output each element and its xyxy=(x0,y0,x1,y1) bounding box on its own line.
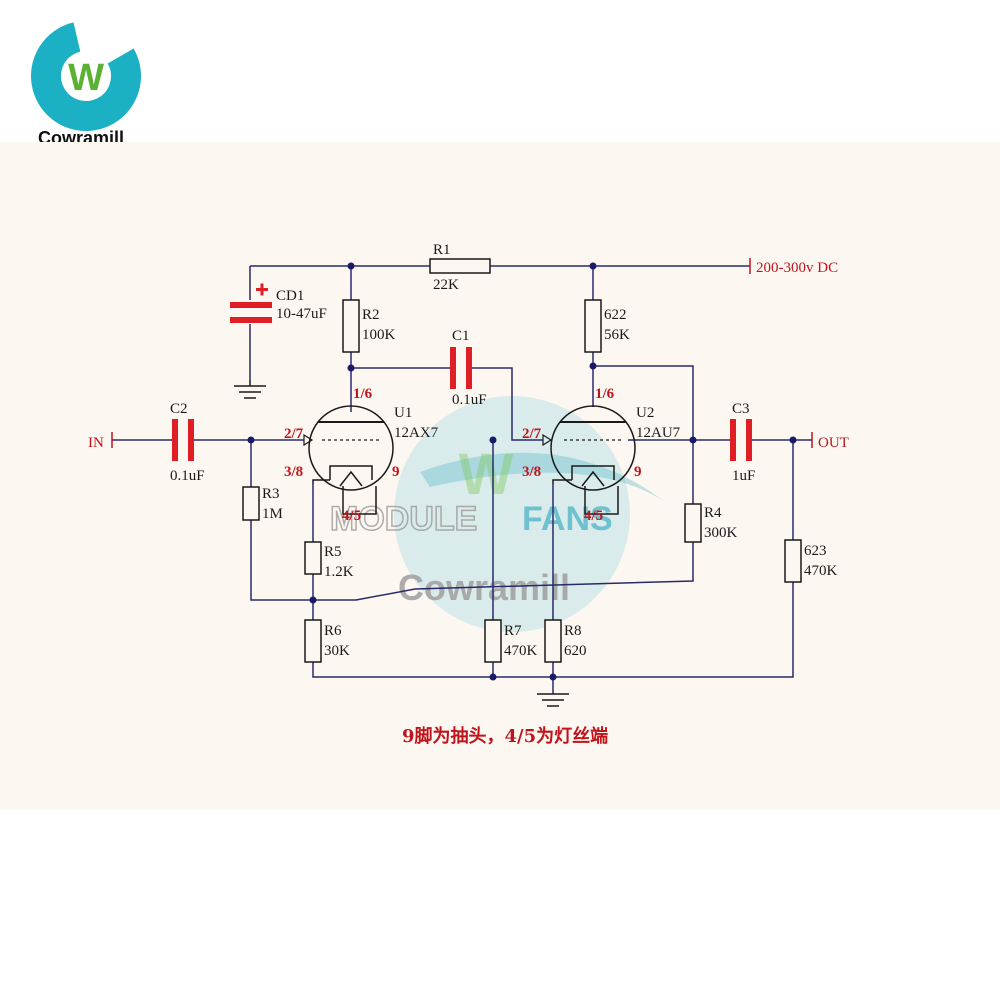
r7-value: 470K xyxy=(504,643,538,659)
r8-value: 620 xyxy=(564,643,587,659)
u1-value: 12AX7 xyxy=(394,425,439,441)
resistor-r1: R1 22K xyxy=(429,242,491,293)
resistor-r5: R5 1.2K xyxy=(304,541,354,580)
r3-ref: R3 xyxy=(262,486,280,502)
r1-value: 22K xyxy=(433,277,459,293)
capacitor-cd1: CD1 10-47uF xyxy=(230,283,327,323)
c1-ref: C1 xyxy=(452,328,470,344)
r2-ref: R2 xyxy=(362,307,380,323)
u2-value: 12AU7 xyxy=(636,425,681,441)
u2-pin-tap: 9 xyxy=(634,464,642,480)
cd1-ref: CD1 xyxy=(276,288,304,304)
resistor-r6: R6 30K xyxy=(304,619,350,663)
r623-ref: 623 xyxy=(804,543,827,559)
junctions xyxy=(247,262,797,681)
vacuum-tube-u2: U2 12AU7 1/6 2/7 3/8 9 4/5 xyxy=(522,386,681,524)
ground-symbol xyxy=(234,380,266,399)
input-label: IN xyxy=(88,435,104,451)
r6-ref: R6 xyxy=(324,623,342,639)
watermark-text-module: MODULE xyxy=(330,500,477,538)
c3-ref: C3 xyxy=(732,401,750,417)
supply-label: 200-300v DC xyxy=(756,260,838,276)
u1-pin-heater: 4/5 xyxy=(342,508,361,524)
output-label: OUT xyxy=(818,435,849,451)
watermark: W MODULE FANS Cowramill xyxy=(329,396,665,632)
u1-ref: U1 xyxy=(394,405,412,421)
resistor-r7: R7 470K xyxy=(484,619,538,663)
u2-pin-plate: 1/6 xyxy=(595,386,615,402)
u2-pin-heater: 4/5 xyxy=(584,508,603,524)
u1-pin-cathode: 3/8 xyxy=(284,464,303,480)
r1-ref: R1 xyxy=(433,242,451,258)
grid-arrow-icon xyxy=(303,433,314,447)
u2-pin-grid: 2/7 xyxy=(522,426,542,442)
capacitor-c2: C2 0.1uF xyxy=(170,401,205,484)
circuit-schematic: W MODULE FANS Cowramill xyxy=(88,242,849,747)
brand-logo: W xyxy=(31,21,141,131)
r4-value: 300K xyxy=(704,525,738,541)
c1-value: 0.1uF xyxy=(452,392,487,408)
r8-ref: R8 xyxy=(564,623,582,639)
u1-pin-plate: 1/6 xyxy=(353,386,373,402)
watermark-circle xyxy=(394,396,630,632)
schematic-sheet: W MODULE FANS Cowramill xyxy=(0,142,1000,810)
c3-value: 1uF xyxy=(732,468,755,484)
r7-ref: R7 xyxy=(504,623,522,639)
resistor-622: 622 56K xyxy=(584,299,630,353)
r6-value: 30K xyxy=(324,643,350,659)
cd1-value: 10-47uF xyxy=(276,306,327,322)
logo-letter: W xyxy=(68,57,104,99)
vacuum-tube-u1: U1 12AX7 1/6 2/7 3/8 9 4/5 xyxy=(284,386,439,524)
r3-value: 1M xyxy=(262,506,283,522)
input-terminal: IN xyxy=(88,432,113,451)
r622-ref: 622 xyxy=(604,307,627,323)
capacitor-c1: C1 0.1uF xyxy=(450,328,487,408)
ground-symbol xyxy=(537,693,569,707)
output-terminal: OUT xyxy=(811,432,849,451)
r622-value: 56K xyxy=(604,327,630,343)
supply-terminal: 200-300v DC xyxy=(749,258,838,276)
c2-ref: C2 xyxy=(170,401,188,417)
u1-pin-tap: 9 xyxy=(392,464,400,480)
r4-ref: R4 xyxy=(704,505,722,521)
u1-pin-grid: 2/7 xyxy=(284,426,304,442)
watermark-letter: W xyxy=(459,442,514,507)
watermark-swoosh xyxy=(420,452,665,502)
u2-pin-cathode: 3/8 xyxy=(522,464,541,480)
c2-value: 0.1uF xyxy=(170,468,205,484)
capacitor-c3: C3 1uF xyxy=(730,401,755,484)
r5-value: 1.2K xyxy=(324,564,354,580)
pin-note: 9脚为抽头，4/5为灯丝端 xyxy=(402,725,608,747)
grid-arrow-icon xyxy=(542,433,553,447)
r623-value: 470K xyxy=(804,563,838,579)
resistor-r4: R4 300K xyxy=(684,503,738,543)
resistor-r2: R2 100K xyxy=(342,299,396,353)
watermark-text-fans: FANS xyxy=(522,500,613,538)
r5-ref: R5 xyxy=(324,544,342,560)
r2-value: 100K xyxy=(362,327,396,343)
u2-ref: U2 xyxy=(636,405,654,421)
resistor-r8: R8 620 xyxy=(544,619,587,663)
resistor-r3: R3 1M xyxy=(242,486,283,522)
resistor-623: 623 470K xyxy=(784,539,838,583)
